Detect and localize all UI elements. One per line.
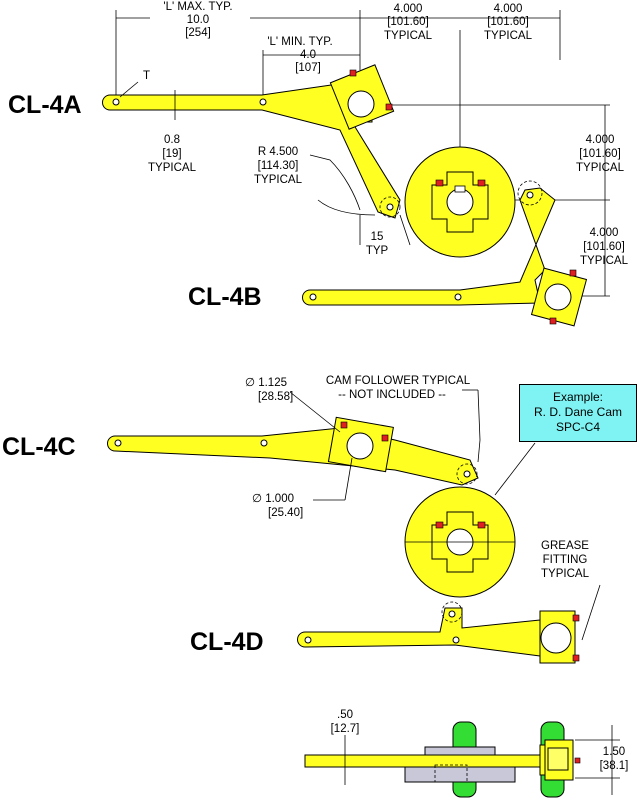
side-view bbox=[304, 721, 620, 798]
arm-cl4d bbox=[297, 601, 580, 664]
arm-cl4a bbox=[102, 64, 401, 219]
dim-thick-3: TYPICAL bbox=[148, 162, 197, 174]
dim-bottom-right-2: [38.1] bbox=[600, 760, 629, 772]
label-cl4d: CL-4D bbox=[190, 628, 264, 656]
dim-bottom-right-1: 1.50 bbox=[603, 746, 625, 758]
dim-angle-1: 15 bbox=[371, 231, 384, 243]
dim-bottom-left-2: [12.7] bbox=[331, 723, 360, 735]
example-callout: Example: R. D. Dane Cam SPC-C4 bbox=[519, 384, 637, 442]
dim-top-a-2: [101.60] bbox=[387, 16, 429, 28]
dim-thick-2: [19] bbox=[162, 148, 181, 160]
dim-right-b-3: TYPICAL bbox=[580, 255, 629, 267]
dim-right-b-2: [101.60] bbox=[583, 241, 625, 253]
dim-bottom-left-1: .50 bbox=[337, 709, 353, 721]
dim-lmin-2: 4.0 bbox=[300, 49, 316, 61]
dim-grease-1: GREASE bbox=[541, 540, 589, 552]
dim-lmax-1: 'L' MAX. TYP. bbox=[163, 1, 232, 13]
cam-middle bbox=[404, 486, 516, 598]
label-cl4b: CL-4B bbox=[188, 283, 262, 311]
arm-cl4c bbox=[107, 416, 479, 486]
dim-grease-2: FITTING bbox=[543, 554, 588, 566]
dim-lmin-3: [107] bbox=[295, 62, 321, 74]
dim-thick-1: 0.8 bbox=[164, 134, 180, 146]
dim-grease-3: TYPICAL bbox=[541, 568, 590, 580]
arm-cl4b bbox=[302, 180, 588, 327]
label-cl4a: CL-4A bbox=[8, 91, 82, 119]
dim-top-b-3: TYPICAL bbox=[484, 30, 533, 42]
dim-right-a-1: 4.000 bbox=[586, 134, 615, 146]
middle-leader-lines bbox=[289, 389, 601, 641]
dim-dia-small-2: [25.40] bbox=[268, 507, 303, 519]
dim-top-b-1: 4.000 bbox=[494, 3, 523, 15]
example-line-2: R. D. Dane Cam bbox=[533, 405, 623, 419]
dim-radius-3: TYPICAL bbox=[254, 174, 303, 186]
dim-dia-small-1: ∅ 1.000 bbox=[252, 493, 294, 505]
dim-cam-follower-1: CAM FOLLOWER TYPICAL bbox=[326, 375, 471, 387]
dim-right-b-1: 4.000 bbox=[590, 227, 619, 239]
dim-radius-1: R 4.500 bbox=[258, 146, 298, 158]
dim-dia-large-1: ∅ 1.125 bbox=[245, 377, 287, 389]
dim-cam-follower-2: -- NOT INCLUDED -- bbox=[338, 389, 446, 401]
top-dim-lines bbox=[115, 10, 606, 296]
dim-radius-2: [114.30] bbox=[258, 160, 299, 172]
cam-top bbox=[404, 146, 516, 258]
example-line-1: Example: bbox=[552, 390, 604, 404]
label-cl4c: CL-4C bbox=[2, 433, 76, 461]
dim-t: T bbox=[143, 70, 150, 82]
dim-right-a-3: TYPICAL bbox=[576, 162, 625, 174]
dim-angle-2: TYP bbox=[366, 245, 389, 257]
dim-dia-large-2: [28.58] bbox=[258, 391, 293, 403]
dim-right-a-2: [101.60] bbox=[579, 148, 621, 160]
dim-top-b-2: [101.60] bbox=[487, 16, 529, 28]
dim-lmax-3: [254] bbox=[185, 27, 211, 39]
example-line-3: SPC-C4 bbox=[555, 420, 600, 434]
dim-lmin-1: 'L' MIN. TYP. bbox=[267, 36, 332, 48]
dim-top-a-1: 4.000 bbox=[394, 3, 423, 15]
dim-top-a-3: TYPICAL bbox=[384, 30, 433, 42]
dim-lmax-2: 10.0 bbox=[187, 14, 209, 26]
